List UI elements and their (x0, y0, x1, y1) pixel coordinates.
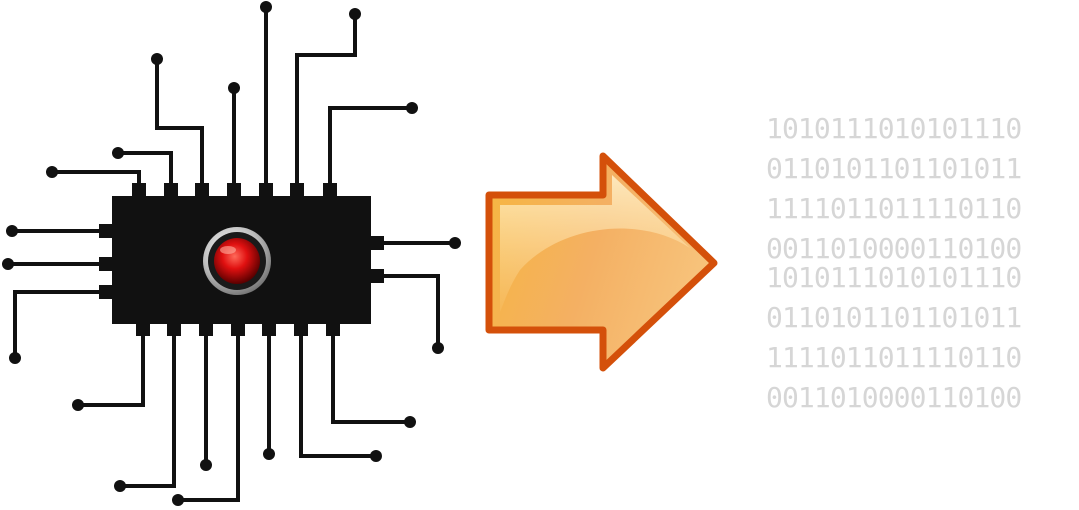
binary-line: 1010111010101110 (766, 261, 1022, 294)
binary-block-top: 1010111010101110 0110101101101011 111101… (766, 109, 1022, 269)
red-led-icon (203, 227, 271, 295)
binary-line: 0110101101101011 (766, 301, 1022, 334)
binary-line: 0011010000110100 (766, 381, 1022, 414)
binary-line: 1010111010101110 (766, 112, 1022, 145)
binary-line: 1111011011110110 (766, 341, 1022, 374)
binary-line: 0110101101101011 (766, 152, 1022, 185)
right-arrow-icon (485, 152, 718, 372)
binary-line: 0011010000110100 (766, 232, 1022, 265)
microchip-icon (6, 5, 457, 502)
binary-line: 1111011011110110 (766, 192, 1022, 225)
trace-endpoints (2, 1, 461, 506)
binary-block-bottom: 1010111010101110 0110101101101011 111101… (766, 258, 1022, 418)
